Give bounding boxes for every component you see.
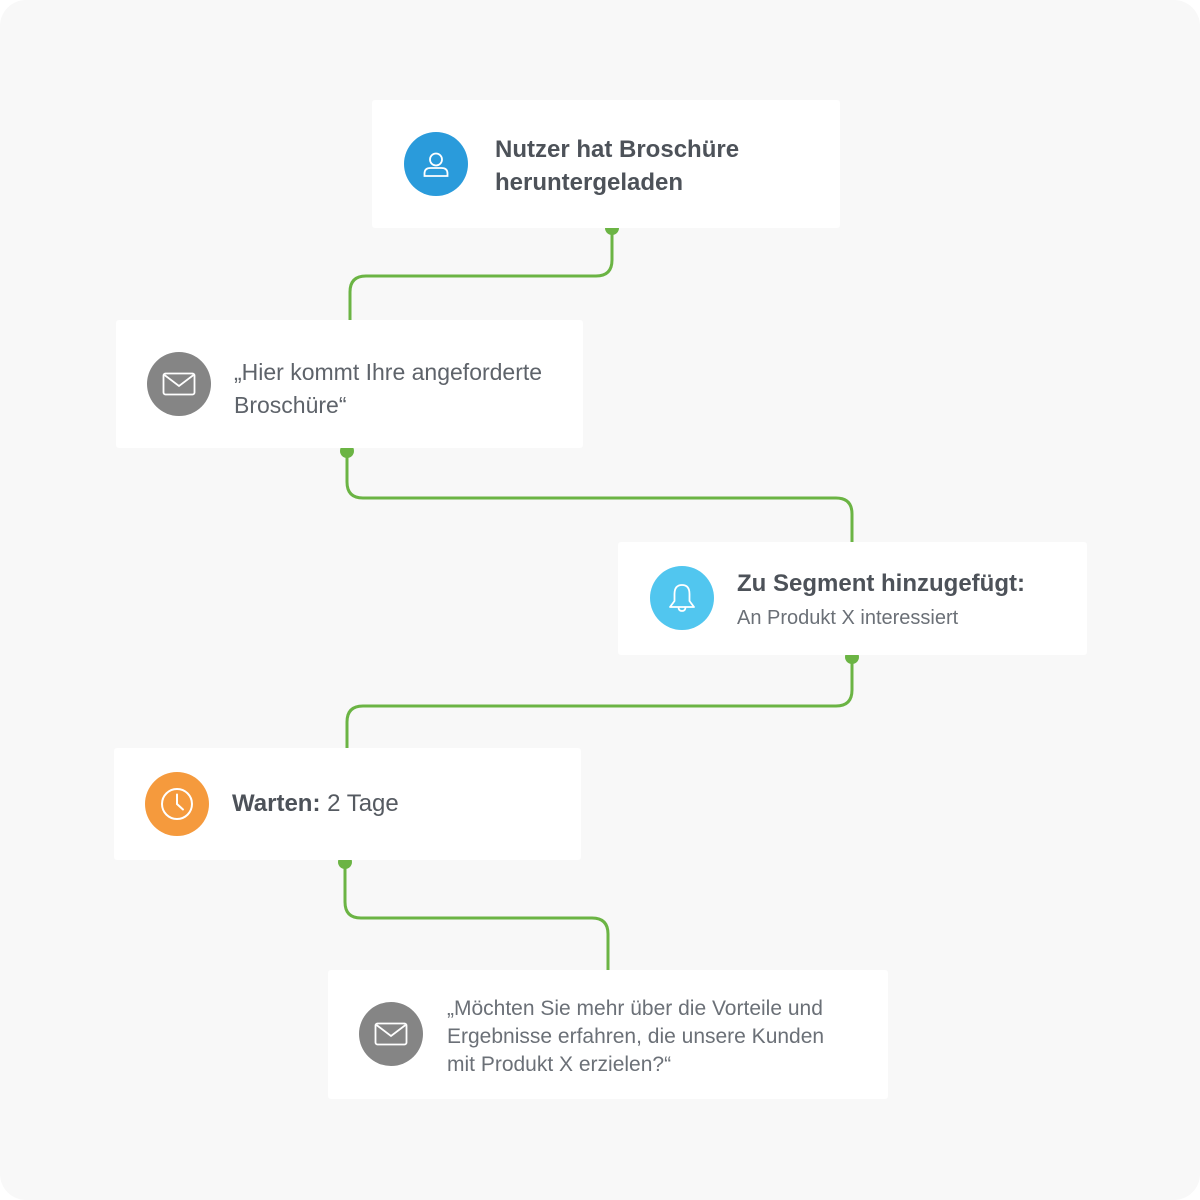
trigger-title: Nutzer hat Broschüre heruntergeladen — [495, 136, 740, 196]
wait-text: Warten: 2 Tage — [232, 788, 552, 820]
connector-email1-segment — [345, 451, 854, 542]
envelope-icon — [359, 1002, 423, 1066]
connector-trigger-email1 — [348, 228, 614, 320]
user-icon — [404, 132, 468, 196]
connector-segment-wait — [345, 657, 854, 748]
wait-node[interactable]: Warten: 2 Tage — [114, 748, 581, 860]
wait-value: 2 Tage — [327, 790, 399, 817]
segment-node[interactable]: Zu Segment hinzugefügt: An Produkt X int… — [618, 542, 1087, 655]
segment-title: Zu Segment hinzugefügt: — [737, 570, 1025, 597]
email-1-text: „Hier kommt Ihre angeforderte Broschüre“ — [234, 359, 543, 418]
email-node-1[interactable]: „Hier kommt Ihre angeforderte Broschüre“ — [116, 320, 583, 448]
email-2-text: „Möchten Sie mehr über die Vorteile und … — [447, 997, 825, 1076]
wait-label: Warten: — [232, 790, 321, 817]
connector-wait-email2 — [343, 862, 610, 970]
envelope-icon — [147, 352, 211, 416]
email-node-2[interactable]: „Möchten Sie mehr über die Vorteile und … — [328, 970, 888, 1099]
trigger-node[interactable]: Nutzer hat Broschüre heruntergeladen — [372, 100, 840, 228]
clock-icon — [145, 772, 209, 836]
bell-icon — [650, 566, 714, 630]
segment-subtitle: An Produkt X interessiert — [737, 607, 959, 629]
